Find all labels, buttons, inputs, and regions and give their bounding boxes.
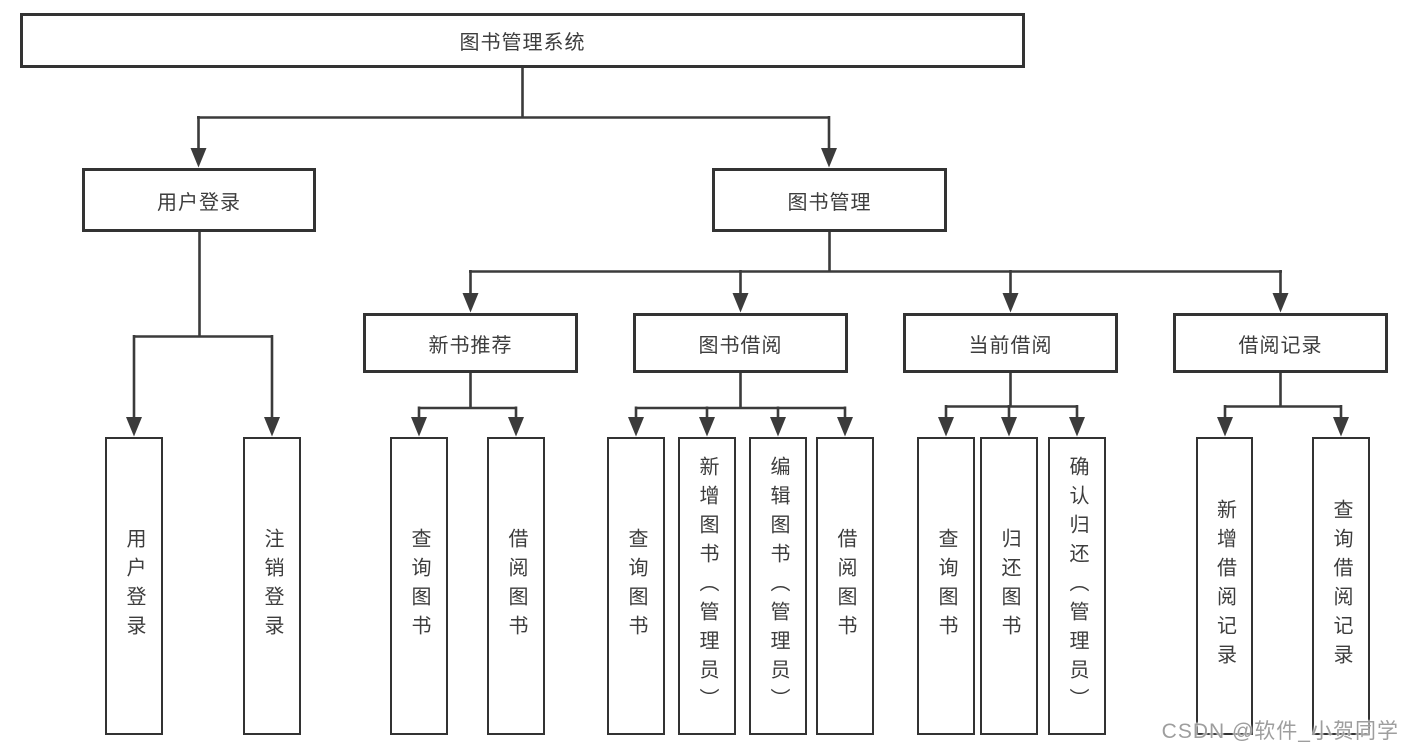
leaf-label: 借阅图书 bbox=[505, 528, 527, 644]
node-borrowing-records: 借阅记录 bbox=[1173, 313, 1388, 373]
node-book-borrowing: 图书借阅 bbox=[633, 313, 848, 373]
node-leaf-query-books-borrow: 查询图书 bbox=[607, 437, 665, 735]
node-library-management-system: 图书管理系统 bbox=[20, 13, 1025, 68]
csdn-watermark: CSDN @软件_小贺同学 bbox=[1161, 720, 1399, 743]
leaf-label: 用户登录 bbox=[123, 528, 145, 644]
leaf-label: 注销登录 bbox=[261, 528, 283, 644]
node-user-login: 用户登录 bbox=[82, 168, 316, 232]
node-leaf-query-borrow-record: 查询借阅记录 bbox=[1312, 437, 1370, 735]
node-leaf-edit-books-admin: 编辑图书（管理员） bbox=[749, 437, 807, 735]
node-leaf-query-books-current: 查询图书 bbox=[917, 437, 975, 735]
leaf-label: 查询图书 bbox=[625, 528, 647, 644]
node-leaf-add-borrow-record: 新增借阅记录 bbox=[1196, 437, 1253, 735]
leaf-label: 编辑图书（管理员） bbox=[767, 455, 789, 717]
leaf-label: 确认归还（管理员） bbox=[1066, 455, 1088, 717]
node-leaf-logout: 注销登录 bbox=[243, 437, 301, 735]
leaf-label: 查询图书 bbox=[408, 528, 430, 644]
node-leaf-add-books-admin: 新增图书（管理员） bbox=[678, 437, 736, 735]
node-book-management: 图书管理 bbox=[712, 168, 947, 232]
node-new-book-recommendation: 新书推荐 bbox=[363, 313, 578, 373]
node-leaf-confirm-return-admin: 确认归还（管理员） bbox=[1048, 437, 1106, 735]
leaf-label: 查询借阅记录 bbox=[1330, 499, 1352, 673]
node-leaf-query-books-rec: 查询图书 bbox=[390, 437, 448, 735]
arrowhead-group bbox=[126, 148, 1349, 437]
leaf-label: 新增图书（管理员） bbox=[696, 455, 718, 717]
leaf-label: 归还图书 bbox=[998, 528, 1020, 644]
node-leaf-borrow-books-rec: 借阅图书 bbox=[487, 437, 545, 735]
node-leaf-borrow-books: 借阅图书 bbox=[816, 437, 874, 735]
node-leaf-return-books: 归还图书 bbox=[980, 437, 1038, 735]
leaf-label: 新增借阅记录 bbox=[1213, 499, 1236, 673]
node-leaf-user-login: 用户登录 bbox=[105, 437, 163, 735]
leaf-label: 查询图书 bbox=[935, 528, 957, 644]
leaf-label: 借阅图书 bbox=[834, 528, 856, 644]
node-current-borrowing: 当前借阅 bbox=[903, 313, 1118, 373]
